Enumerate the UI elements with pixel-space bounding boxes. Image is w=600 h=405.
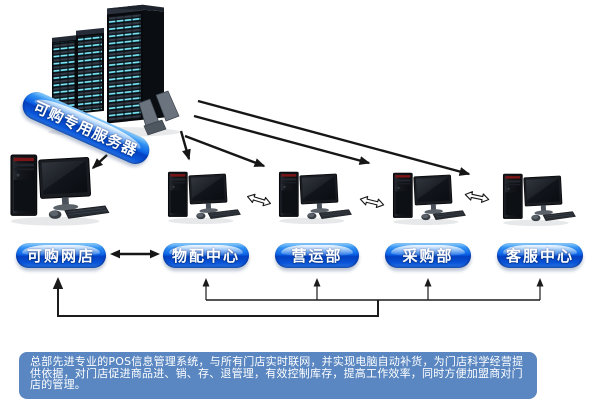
arrow-server-to-operations	[184, 134, 266, 168]
node-label: 客服中心	[505, 247, 574, 265]
workstation-service-center	[499, 171, 577, 228]
node-pill-operations-dept: 营运部	[275, 243, 359, 268]
node-pill-logistics-center: 物配中心	[163, 243, 249, 268]
server-tower-middle	[76, 27, 104, 114]
workstation-purchasing-dept	[389, 170, 467, 227]
workstation-logistics-center	[164, 169, 242, 226]
arrow-purchasing-service	[463, 189, 491, 205]
arrow-store-logistics	[110, 249, 160, 259]
arrow-server-to-purchasing	[193, 114, 371, 165]
workstation-operations-dept	[275, 169, 353, 226]
arrow-server-to-service-center	[197, 99, 471, 176]
node-pill-purchasing-dept: 采购部	[385, 243, 471, 268]
server-tower-left	[52, 35, 76, 117]
node-label: 采购部	[402, 247, 454, 265]
description-panel: 总部先进专业的POS信息管理系统，与所有门店实时联网，并实现电脑自动补货，为门店…	[19, 352, 537, 399]
server-feet	[138, 90, 180, 136]
node-pill-online-store: 可购网店	[16, 243, 106, 268]
node-pill-service-center: 客服中心	[497, 243, 583, 268]
connector-arrowheads	[52, 277, 544, 289]
server-tower-right	[107, 4, 164, 124]
arrow-operations-purchasing	[358, 194, 386, 210]
node-label: 物配中心	[171, 247, 240, 265]
server-towers	[52, 4, 164, 124]
description-text: 总部先进专业的POS信息管理系统，与所有门店实时联网，并实现电脑自动补货，为门店…	[30, 355, 524, 392]
workstation-online-store	[5, 151, 111, 228]
connector-lines	[57, 285, 541, 317]
arrow-logistics-operations	[245, 191, 273, 209]
server-illustration	[48, 4, 180, 137]
node-label: 可购网店	[26, 247, 95, 265]
node-label: 营运部	[291, 247, 343, 265]
